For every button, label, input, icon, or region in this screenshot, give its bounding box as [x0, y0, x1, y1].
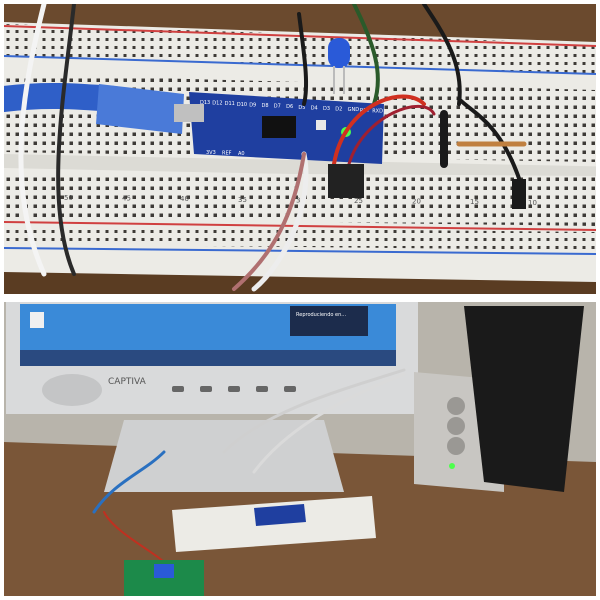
media-player-title: Reproduciendo en...: [296, 312, 346, 318]
breadboard-number: 45: [122, 195, 131, 203]
speaker-knob: [447, 417, 465, 435]
pin-label: D2: [335, 107, 342, 113]
relay-module: [124, 560, 204, 596]
breadboard-number: 50: [64, 194, 73, 202]
monitor-buttons: [172, 386, 296, 392]
bottom-photo-monitor-setup: Reproduciendo en... CAPTIVA: [4, 302, 596, 596]
breadboard-number: 35: [238, 196, 247, 204]
pin-label: D7: [274, 104, 281, 110]
breadboard-small: [172, 496, 376, 552]
pin-label-bottom: A0: [238, 151, 245, 157]
crt-monitor: Reproduciendo en... CAPTIVA: [6, 302, 418, 492]
usb-cable: [4, 82, 204, 134]
pin-label: D3: [323, 106, 330, 112]
pin-label: D6: [286, 104, 293, 110]
breadboard-number: 40: [180, 195, 189, 203]
monitor-brand: CAPTIVA: [108, 377, 147, 387]
board-bottom-labels: 3V3 REF A0: [206, 150, 245, 157]
pin-label: D8: [262, 103, 269, 109]
taskbar: [20, 350, 396, 366]
pin-label-bottom: REF: [222, 151, 232, 157]
breadboard-number: 30: [296, 196, 305, 204]
speaker-led: [449, 463, 455, 469]
pc-speaker: [414, 306, 584, 492]
pin-label: D12: [212, 101, 222, 107]
desktop-icon: [30, 312, 44, 328]
pin-label: RXD: [372, 108, 383, 114]
rail-red-line-bottom: [4, 221, 596, 231]
breadboard-numbers: 50 45 40 35 30 25 20 15 10: [64, 194, 537, 207]
pin-label: GND: [348, 107, 360, 113]
pin-label: D11: [225, 101, 235, 107]
rail-blue-line: [4, 55, 596, 75]
media-player-window: [290, 306, 368, 336]
pin-label: D5: [298, 105, 305, 111]
pin-label-bottom: 3V3: [206, 150, 216, 156]
breadboard-number: 15: [470, 198, 479, 206]
monitor-stand: [104, 420, 344, 492]
reset-button: [316, 120, 326, 130]
audio-cables: [92, 368, 406, 563]
header-connector: [328, 164, 364, 198]
rail-blue-line-bottom: [4, 247, 596, 255]
jumper-wires: [18, 4, 527, 292]
breadboard-number: 20: [412, 198, 421, 206]
speaker-knob: [447, 437, 465, 455]
pin-label: D4: [311, 105, 318, 111]
pin-label: D9: [249, 102, 256, 108]
breadboard-number: 10: [528, 199, 537, 207]
wire-tip: [512, 179, 526, 209]
blue-led: [328, 38, 350, 94]
speaker-grille: [42, 374, 102, 406]
speaker-knob: [447, 397, 465, 415]
breadboard-number: 25: [354, 197, 363, 205]
monitor-scene: Reproduciendo en... CAPTIVA: [4, 302, 596, 596]
pin-label: D13: [200, 100, 210, 106]
pin-label: D10: [237, 102, 247, 108]
microcontroller-chip: [262, 116, 296, 138]
